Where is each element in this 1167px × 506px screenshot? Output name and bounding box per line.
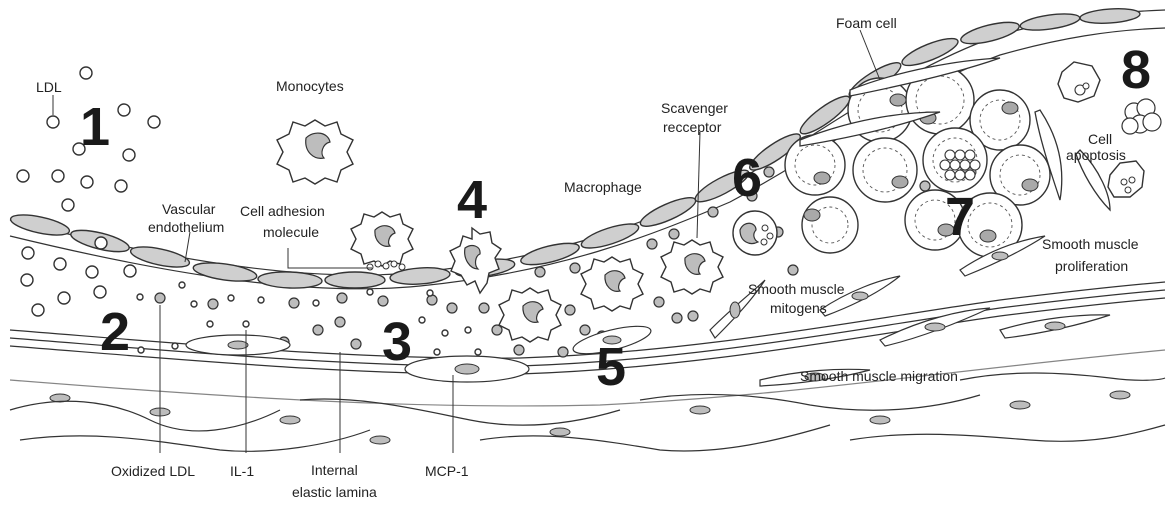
label-macrophage: Macrophage <box>564 179 642 195</box>
step-3: 3 <box>382 312 412 372</box>
lipid-macrophage <box>733 211 777 255</box>
label-cell-apoptosis-1: Cell <box>1088 131 1112 147</box>
media-cells <box>186 236 1110 386</box>
label-cell-adhesion-2: molecule <box>263 224 319 240</box>
macrophage-1 <box>499 288 561 342</box>
step-6: 6 <box>732 148 762 208</box>
step-8: 8 <box>1121 40 1151 100</box>
macrophage-3 <box>661 240 723 294</box>
adventitia-lines <box>10 373 1165 451</box>
step-7: 7 <box>945 187 975 247</box>
label-internal-elastic-1: Internal <box>311 462 358 478</box>
labels: LDL Monocytes Vascular endothelium Cell … <box>36 15 1139 500</box>
label-internal-elastic-2: elastic lamina <box>292 484 377 500</box>
label-oxidized-ldl: Oxidized LDL <box>111 463 195 479</box>
step-5: 5 <box>596 337 626 397</box>
monocyte-transmigrating <box>450 228 501 293</box>
label-mcp1: MCP-1 <box>425 463 469 479</box>
label-sm-migration: Smooth muscle migration <box>800 368 958 384</box>
step-4: 4 <box>457 170 487 230</box>
label-scavenger-1: Scavenger <box>661 100 728 116</box>
label-sm-mitogens-2: mitogens <box>770 300 827 316</box>
label-scavenger-2: recceptor <box>663 119 722 135</box>
monocyte-lumen <box>277 120 353 184</box>
monocyte-adhering <box>351 212 413 270</box>
label-il1: IL-1 <box>230 463 254 479</box>
label-sm-mitogens-1: Smooth muscle <box>748 281 845 297</box>
label-sm-proliferation-1: Smooth muscle <box>1042 236 1139 252</box>
label-ldl: LDL <box>36 79 62 95</box>
label-monocytes: Monocytes <box>276 78 344 94</box>
macrophage-2 <box>581 257 643 311</box>
step-2: 2 <box>100 302 130 362</box>
label-sm-proliferation-2: proliferation <box>1055 258 1128 274</box>
label-foam-cell: Foam cell <box>836 15 897 31</box>
label-cell-adhesion-1: Cell adhesion <box>240 203 325 219</box>
label-vascular-endothelium-2: endothelium <box>148 219 224 235</box>
step-1: 1 <box>80 97 110 157</box>
label-vascular-endothelium-1: Vascular <box>162 201 216 217</box>
label-cell-apoptosis-2: apoptosis <box>1066 147 1126 163</box>
